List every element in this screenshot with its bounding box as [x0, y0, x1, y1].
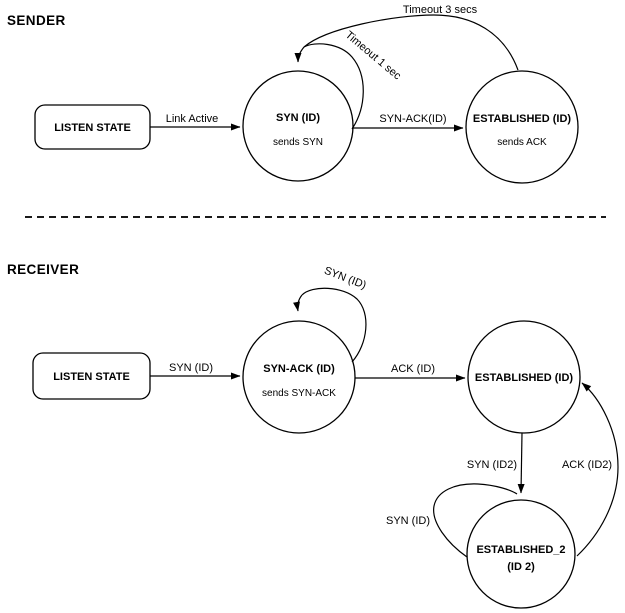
- receiver-edge-syn-id2: [517, 432, 525, 494]
- receiver-edge-syn-id2-label: SYN (ID2): [467, 459, 517, 471]
- sender-edge-timeout-3-label: Timeout 3 secs: [403, 4, 478, 16]
- sender-established-state-node: [465, 70, 579, 184]
- receiver-heading: RECEIVER: [7, 262, 79, 277]
- receiver-established-state-title: ESTABLISHED (ID): [475, 372, 574, 384]
- receiver-edge-ack-label: ACK (ID): [391, 363, 435, 375]
- sender-listen-state-label: LISTEN STATE: [54, 122, 131, 134]
- sender-edge-link-active-label: Link Active: [166, 113, 219, 125]
- receiver-edge-ack-id2: [576, 382, 619, 557]
- sender-heading: SENDER: [7, 13, 66, 28]
- sender-syn-state-subtitle: sends SYN: [273, 137, 323, 148]
- sender-loop-arrowhead-segment: [294, 46, 305, 63]
- receiver-established-2-state-title: ESTABLISHED_2: [476, 544, 565, 556]
- sender-edge-timeout-1-label: Timeout 1 sec: [343, 29, 404, 83]
- receiver-edge-syn-self-loop: [301, 287, 367, 363]
- receiver-listen-state-label: LISTEN STATE: [53, 371, 130, 383]
- receiver-edge-syn-loop-est2-label: SYN (ID): [386, 515, 430, 527]
- sender-established-state-title: ESTABLISHED (ID): [473, 113, 572, 125]
- receiver-syn-ack-state-title: SYN-ACK (ID): [263, 363, 335, 375]
- sender-syn-state-node: [242, 70, 354, 182]
- receiver-edge-ack-id2-label: ACK (ID2): [562, 459, 612, 471]
- receiver-section: RECEIVER LISTEN STATE SYN (ID) SYN-ACK (…: [7, 262, 619, 609]
- receiver-established-state-node: [467, 320, 581, 434]
- receiver-edge-syn-loop-est2: [433, 483, 518, 558]
- sender-syn-state-title: SYN (ID): [276, 112, 320, 124]
- receiver-syn-ack-state-subtitle: sends SYN-ACK: [262, 388, 336, 399]
- sender-edge-timeout-3-curve: [303, 14, 519, 71]
- receiver-syn-ack-state-node: [242, 320, 356, 434]
- receiver-established-2-state-subtitle: (ID 2): [507, 561, 535, 573]
- receiver-established-2-state-node: [466, 499, 576, 609]
- sender-established-state-subtitle: sends ACK: [497, 137, 547, 148]
- sender-edge-timeout-1-loop: [303, 43, 364, 130]
- receiver-loop-arrowhead-segment: [293, 294, 303, 312]
- sender-edge-syn-ack-label: SYN-ACK(ID): [379, 113, 446, 125]
- sender-section: SENDER LISTEN STATE Link Active SYN (ID)…: [7, 4, 579, 184]
- receiver-edge-syn-label: SYN (ID): [169, 362, 213, 374]
- receiver-edge-syn-self-loop-label: SYN (ID): [322, 265, 367, 292]
